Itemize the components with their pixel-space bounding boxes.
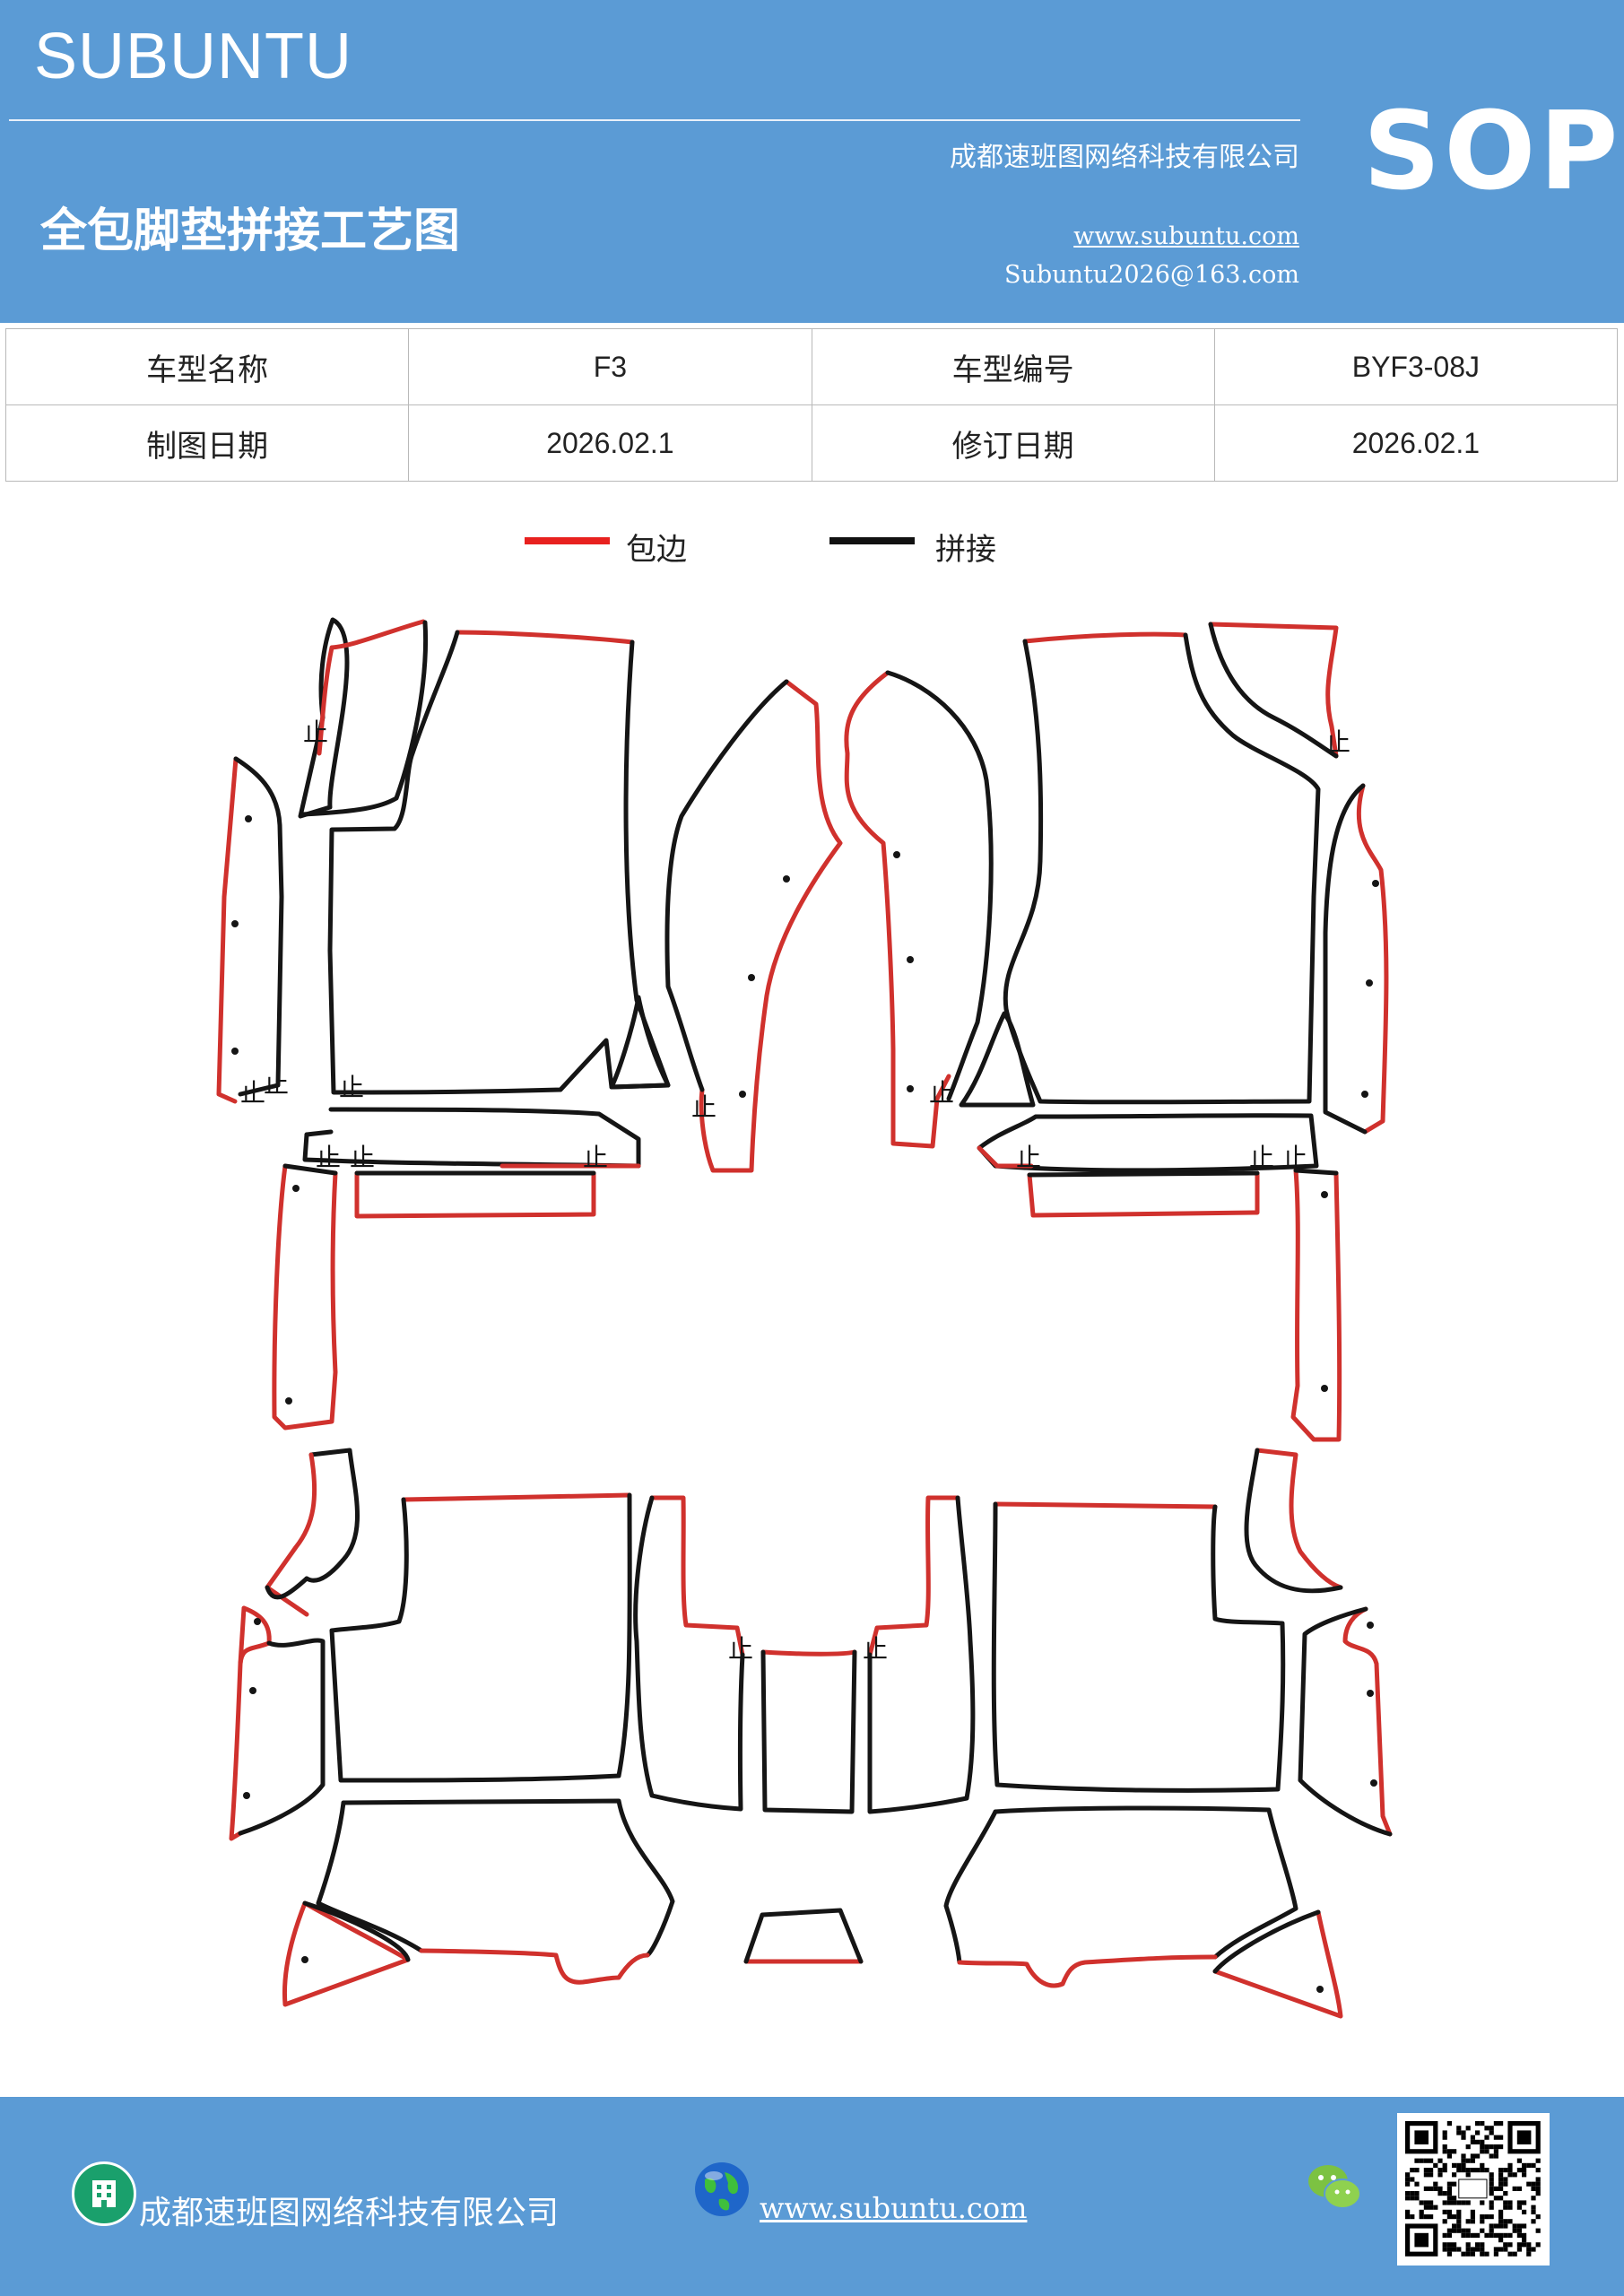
model-name-value: F3 xyxy=(408,328,812,405)
binding-legend-label: 包边 xyxy=(626,532,687,568)
stop-mark: 止 xyxy=(350,1143,375,1172)
stop-mark: 止 xyxy=(691,1092,716,1122)
front-right-mat xyxy=(959,622,1389,1442)
stop-mark: 止 xyxy=(1282,1143,1307,1172)
stop-mark: 止 xyxy=(929,1078,954,1108)
building-icon xyxy=(72,2161,136,2226)
table-row: 车型名称 F3 车型编号 BYF3-08J xyxy=(4,328,1619,405)
draw-date-label: 制图日期 xyxy=(4,404,410,482)
header-divider xyxy=(9,119,1300,121)
header-website-link[interactable]: www.subuntu.com xyxy=(1073,222,1299,250)
binding-legend-swatch xyxy=(525,537,610,544)
stop-mark: 止 xyxy=(583,1143,608,1172)
footer-website-link[interactable]: www.subuntu.com xyxy=(760,2191,1028,2225)
draw-date-value: 2026.02.1 xyxy=(408,404,812,482)
stop-mark: 止 xyxy=(316,1143,341,1172)
front-left-mat xyxy=(216,617,671,1431)
revise-date-label: 修订日期 xyxy=(811,404,1215,482)
document-title: 全包脚垫拼接工艺图 xyxy=(40,204,461,258)
globe-icon xyxy=(692,2160,751,2219)
header-email: Subuntu2026@163.com xyxy=(1004,261,1299,289)
footer-company-name: 成都速班图网络科技有限公司 xyxy=(139,2195,560,2231)
front-center-right-panel xyxy=(844,670,994,1149)
legend: 包边 拼接 xyxy=(0,525,1624,570)
sop-badge: SOP xyxy=(1363,90,1622,214)
wechat-icon[interactable] xyxy=(1305,2158,1364,2217)
rear-right-mat xyxy=(943,1448,1393,2019)
model-code-label: 车型编号 xyxy=(811,328,1215,405)
stop-mark: 止 xyxy=(303,718,328,747)
splice-legend-swatch xyxy=(829,537,915,544)
rear-left-mat xyxy=(229,1448,675,2007)
model-name-label: 车型名称 xyxy=(4,328,410,405)
stop-mark: 止 xyxy=(863,1634,888,1664)
stop-mark: 止 xyxy=(240,1078,265,1108)
header-banner: SUBUNTU 成都速班图网络科技有限公司 全包脚垫拼接工艺图 www.subu… xyxy=(0,0,1624,323)
stop-mark: 止 xyxy=(1325,727,1350,757)
stop-mark: 止 xyxy=(1016,1143,1041,1172)
table-row: 制图日期 2026.02.1 修订日期 2026.02.1 xyxy=(4,404,1619,482)
company-name: 成都速班图网络科技有限公司 xyxy=(950,142,1299,173)
stop-mark: 止 xyxy=(1249,1143,1274,1172)
footer-banner: 成都速班图网络科技有限公司 www.subuntu.com xyxy=(0,2097,1624,2296)
splice-legend-label: 拼接 xyxy=(935,532,996,568)
rear-center-tunnel xyxy=(633,1495,976,1964)
brand-name: SUBUNTU xyxy=(34,21,353,92)
stop-mark: 止 xyxy=(728,1634,753,1664)
model-code-value: BYF3-08J xyxy=(1213,328,1619,405)
stop-marks: 止 止 止 止 止 止 止 止 止 止 止 止 止 止 止 xyxy=(240,718,1350,1664)
revise-date-value: 2026.02.1 xyxy=(1213,404,1619,482)
floor-mat-pattern-diagram: 止 止 止 止 止 止 止 止 止 止 止 止 止 止 止 xyxy=(216,617,1393,2019)
qr-code[interactable] xyxy=(1397,2113,1550,2266)
stop-mark: 止 xyxy=(339,1073,364,1102)
front-center-left-panel xyxy=(664,679,843,1173)
info-table: 车型名称 F3 车型编号 BYF3-08J 制图日期 2026.02.1 修订日… xyxy=(4,328,1619,482)
stop-mark: 止 xyxy=(264,1069,289,1099)
